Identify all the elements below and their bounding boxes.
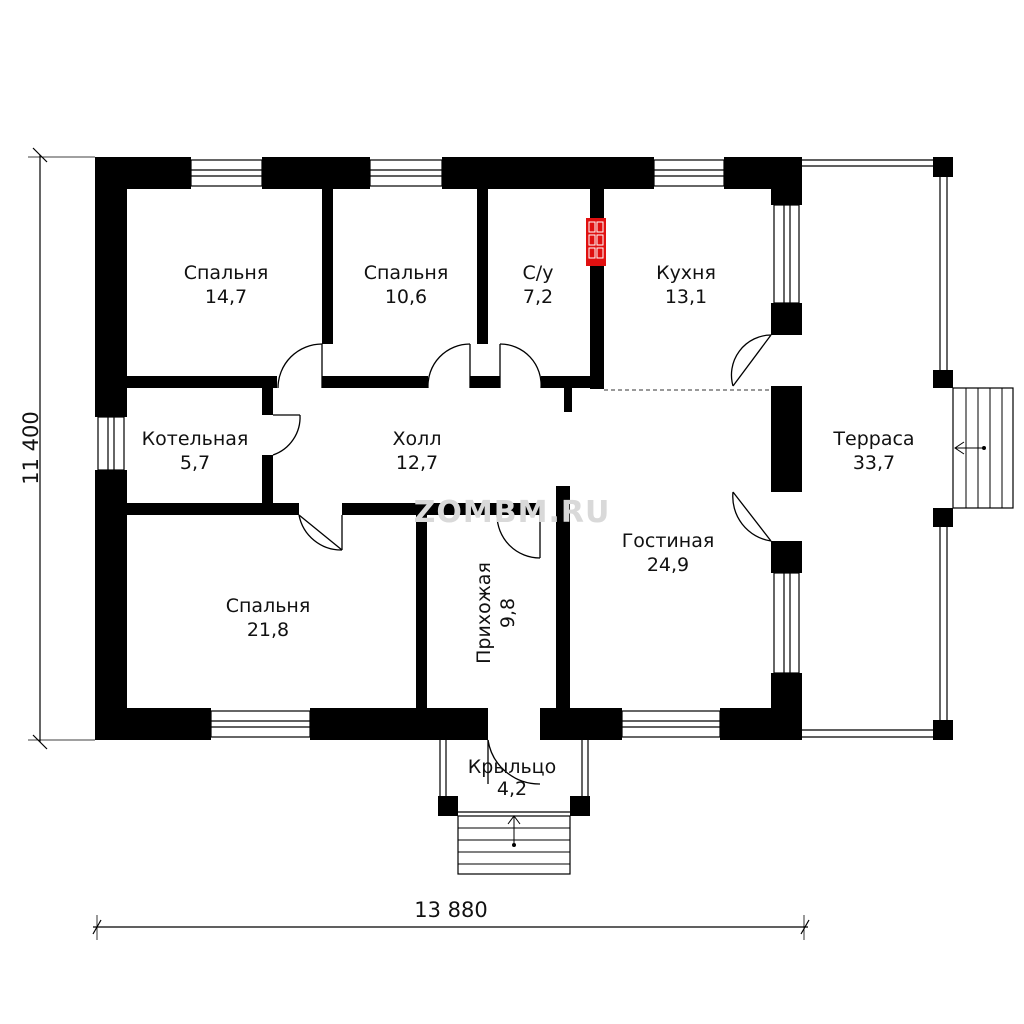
bedroom1-name: Спальня — [184, 262, 269, 284]
terrace — [802, 157, 1014, 740]
porch-area: 4,2 — [497, 778, 527, 800]
watermark: ZOMBM.RU — [414, 495, 611, 530]
windows — [97, 159, 800, 738]
chimney-detail — [588, 221, 604, 259]
bedroom3-area: 21,8 — [247, 619, 289, 641]
porch-name: Крыльцо — [468, 756, 556, 778]
hall-area: 12,7 — [396, 452, 438, 474]
bathroom-name: С/у — [523, 262, 554, 284]
living-area: 24,9 — [647, 554, 689, 576]
entry-name: Прихожая — [473, 562, 495, 664]
chimney — [586, 218, 606, 266]
width-dimension: 13 880 — [414, 898, 487, 922]
dimension-lines — [28, 147, 810, 940]
outer-walls — [95, 157, 802, 740]
room-labels: Спальня 14,7 Спальня 10,6 С/у 7,2 Кухня … — [142, 262, 915, 800]
bedroom3-name: Спальня — [226, 595, 311, 617]
height-dimension: 11 400 — [19, 411, 43, 484]
entry-area: 9,8 — [497, 598, 519, 628]
interior-walls — [127, 189, 606, 708]
doors — [272, 334, 772, 785]
bedroom1-area: 14,7 — [205, 286, 247, 308]
kitchen-name: Кухня — [656, 262, 716, 284]
terrace-name: Терраса — [832, 428, 914, 450]
hall-name: Холл — [393, 428, 442, 450]
bathroom-area: 7,2 — [523, 286, 553, 308]
porch — [438, 740, 590, 875]
kitchen-area: 13,1 — [665, 286, 707, 308]
boiler-area: 5,7 — [180, 452, 210, 474]
bedroom2-name: Спальня — [364, 262, 449, 284]
boiler-name: Котельная — [142, 428, 249, 450]
bedroom2-area: 10,6 — [385, 286, 427, 308]
terrace-area: 33,7 — [853, 452, 895, 474]
living-name: Гостиная — [622, 530, 715, 552]
